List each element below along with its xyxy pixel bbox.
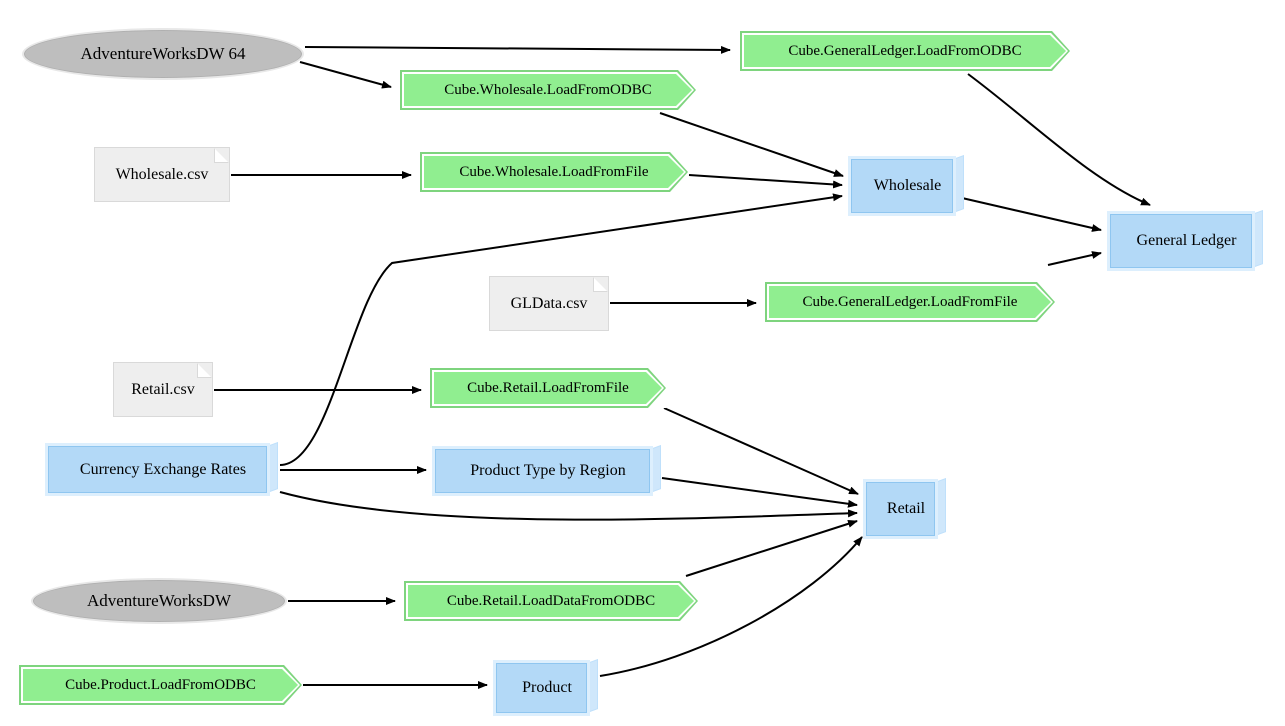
note-fold-icon [214,148,229,163]
node-general-ledger[interactable]: General Ledger [1110,209,1263,268]
chevron-fill [424,156,684,188]
box-face [435,449,650,493]
node-gldata-csv[interactable]: GLData.csv [489,276,609,331]
node-cube-product-loadfromodbc[interactable]: Cube.Product.LoadFromODBC [19,665,302,705]
edge-currency-exchange-rates-to-retail [279,491,858,521]
node-cube-retail-loadfromfile[interactable]: Cube.Retail.LoadFromFile [430,368,666,408]
chevron-fill [23,669,298,701]
edge-cube-retail-loaddatafromodbc-to-retail [685,519,858,577]
box-side [935,477,946,536]
edge-cube-generalledger-loadfromodbc-to-general-ledger [967,73,1151,206]
node-adventureworksdw[interactable]: AdventureWorksDW [31,578,287,624]
node-label: Wholesale.csv [115,165,209,183]
node-label: AdventureWorksDW [86,591,232,610]
note-fold-icon [197,363,212,378]
box-side [267,441,278,493]
edge-cube-generalledger-loadfromfile-to-general-ledger [1047,251,1102,266]
node-wholesale[interactable]: Wholesale [851,154,964,213]
edge-product-to-retail [599,536,863,677]
edge-currency-exchange-rates-to-wholesale [279,193,843,466]
edge-adventureworksdw64-to-cube-generalledger-loadfromodbc [304,45,731,54]
box-face [866,482,935,536]
node-currency-exchange-rates[interactable]: Currency Exchange Rates [48,441,278,493]
chevron-fill [434,372,662,404]
box-side [650,444,661,493]
edge-cube-retail-loadfromfile-to-retail [663,407,859,495]
node-cube-generalledger-loadfromfile[interactable]: Cube.GeneralLedger.LoadFromFile [765,282,1055,322]
edge-cube-wholesale-loadfromfile-to-wholesale [688,174,843,189]
note-fold-icon [593,277,608,292]
node-wholesale-csv[interactable]: Wholesale.csv [94,147,230,202]
chevron-fill [769,286,1051,318]
edge-adventureworksdw64-to-cube-wholesale-loadfromodbc [299,61,392,89]
node-adventureworksdw64[interactable]: AdventureWorksDW 64 [22,28,304,80]
node-product[interactable]: Product [496,658,598,713]
box-face [496,663,587,713]
box-face [48,446,267,493]
node-label: GLData.csv [510,294,588,312]
node-cube-wholesale-loadfromfile[interactable]: Cube.Wholesale.LoadFromFile [420,152,688,192]
node-cube-generalledger-loadfromodbc[interactable]: Cube.GeneralLedger.LoadFromODBC [740,31,1070,71]
chevron-fill [744,35,1066,67]
node-cube-wholesale-loadfromodbc[interactable]: Cube.Wholesale.LoadFromODBC [400,70,696,110]
edge-wholesale-to-general-ledger [961,197,1102,232]
node-retail[interactable]: Retail [866,477,946,536]
node-product-type-by-region[interactable]: Product Type by Region [435,444,661,493]
node-retail-csv[interactable]: Retail.csv [113,362,213,417]
box-side [1252,209,1263,268]
box-face [1110,214,1252,268]
node-cube-retail-loaddatafromodbc[interactable]: Cube.Retail.LoadDataFromODBC [404,581,698,621]
box-side [953,154,964,213]
edge-cube-wholesale-loadfromodbc-to-wholesale [659,112,844,177]
chevron-fill [404,74,692,106]
box-face [851,159,953,213]
box-side [587,658,598,713]
edge-product-type-by-region-to-retail [661,477,858,508]
node-label: AdventureWorksDW 64 [80,44,246,63]
chevron-fill [408,585,694,617]
